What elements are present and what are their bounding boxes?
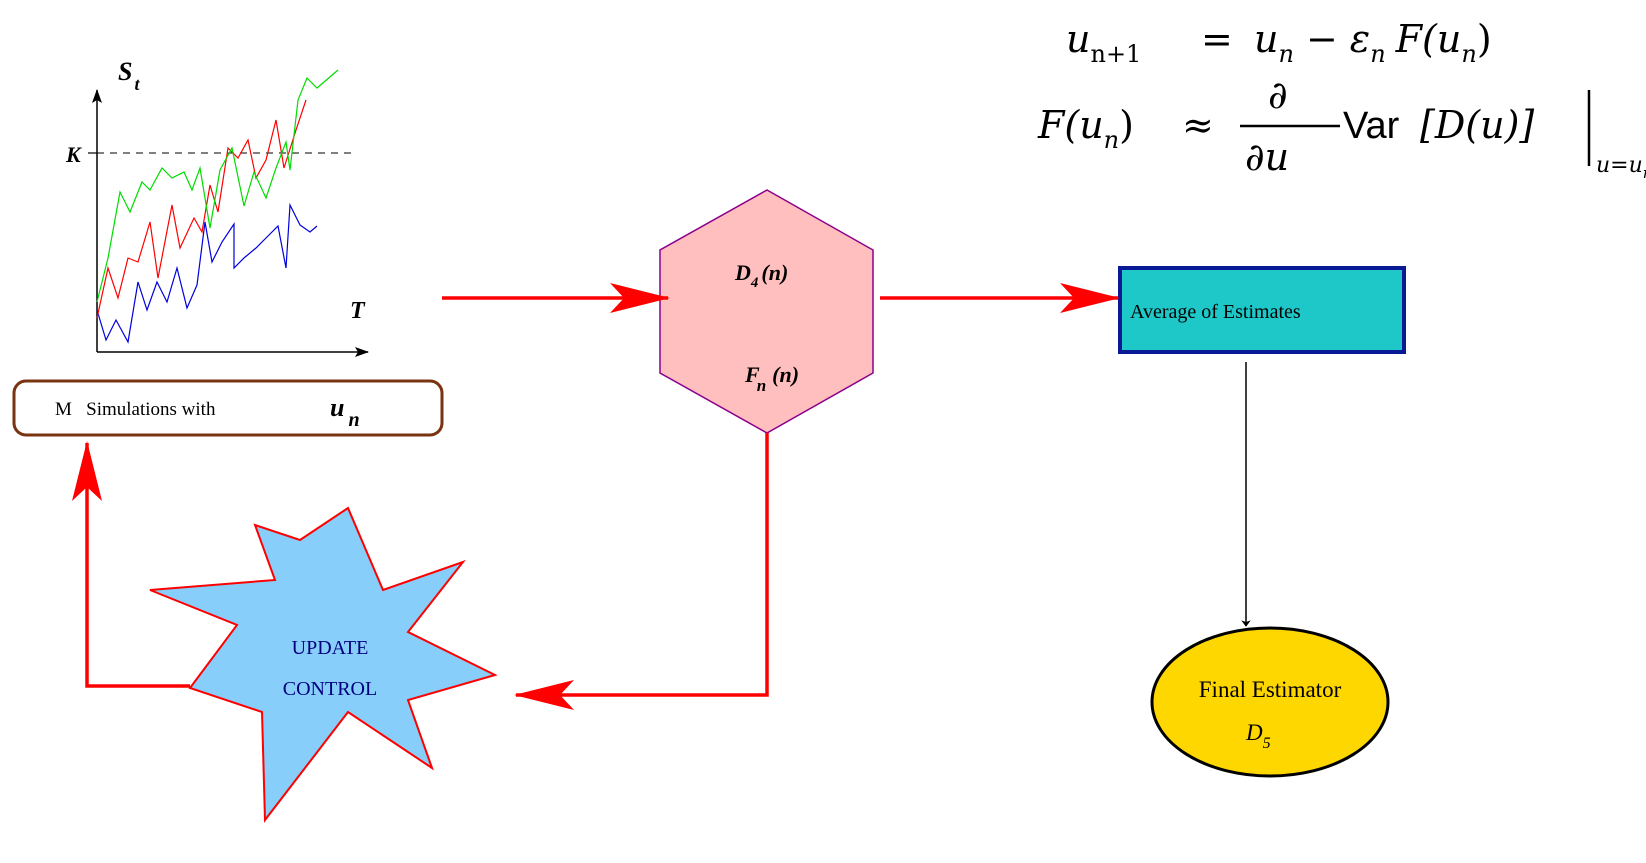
formula-approx: ≈	[1182, 103, 1214, 147]
hexagon-shape	[659, 189, 874, 434]
hexagon-d4-label: D4(n)	[734, 260, 788, 291]
formula-var-word: Var	[1343, 105, 1400, 147]
final-ellipse-shape	[1150, 626, 1390, 778]
formula-eval-subscript: u=un	[1596, 153, 1646, 182]
plot-x-label: T	[350, 298, 366, 324]
formula-frac-denominator: ∂u	[1245, 135, 1289, 179]
formula-var-arg: [D(u)]	[1420, 103, 1534, 147]
simulations-box-frame	[12, 379, 444, 437]
average-box-frame	[1118, 266, 1406, 354]
average-box-label: Average of Estimates	[1130, 301, 1301, 323]
star-label-control: CONTROL	[283, 678, 377, 700]
final-estimator-ellipse: Final Estimator D5	[1150, 626, 1390, 778]
hexagon-fn-label: Fn(n)	[744, 362, 799, 395]
formula-frac-numerator: ∂	[1268, 73, 1288, 117]
plot-strike-label: K	[65, 142, 82, 167]
sample-path-green	[96, 69, 339, 303]
update-control-star: UPDATE CONTROL	[149, 506, 498, 823]
final-estimator-label: Final Estimator	[1199, 677, 1342, 702]
formula-line1-lhs: un+1	[1066, 17, 1141, 68]
star-label-update: UPDATE	[292, 637, 369, 659]
arrow-update-to-simulations	[72, 441, 190, 688]
estimator-hexagon: D4(n) Fn(n)	[659, 189, 874, 434]
final-estimator-symbol: D5	[1245, 720, 1271, 752]
formula-line1-equals: =	[1201, 17, 1233, 61]
star-shape	[149, 506, 498, 823]
sample-path-red	[96, 99, 307, 319]
average-box: Average of Estimates	[1118, 266, 1406, 354]
formula-line2-lhs: F(un)	[1037, 103, 1134, 154]
simulations-label: M Simulations with	[55, 399, 216, 420]
arrow-hexagon-to-update	[514, 433, 769, 710]
sample-path-blue	[96, 202, 318, 344]
